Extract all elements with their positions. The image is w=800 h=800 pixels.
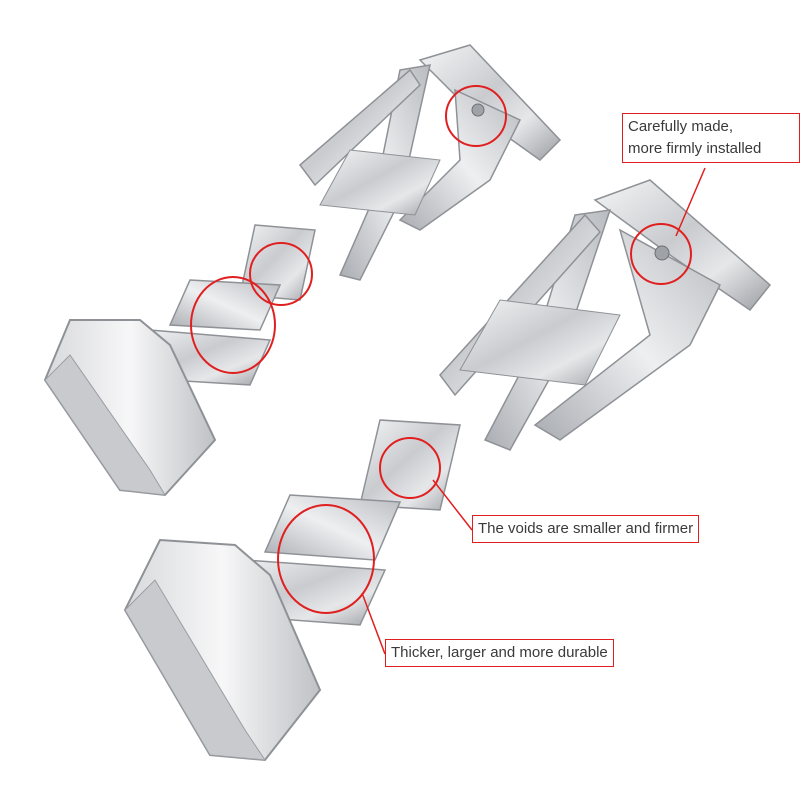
annotation-marks xyxy=(190,85,692,614)
highlight-circle-pin-small xyxy=(445,85,507,147)
connector-line-2 xyxy=(432,479,473,531)
highlight-circle-pin-large xyxy=(630,223,692,285)
connector-line-1 xyxy=(675,167,706,237)
buckle-large xyxy=(123,179,772,762)
connector-line-3 xyxy=(361,592,386,655)
highlight-circle-link-small xyxy=(190,276,276,374)
callout-connectors xyxy=(361,167,706,655)
callout-line: Carefully made, xyxy=(628,118,734,135)
highlight-circle-void-small xyxy=(249,242,313,306)
callout-line: Thicker, larger and more durable xyxy=(391,644,608,661)
callout-voids-smaller: The voids are smaller and firmer xyxy=(472,515,700,543)
highlight-circle-void-large xyxy=(379,437,441,499)
buckle-small xyxy=(43,44,562,497)
callout-line: more firmly installed xyxy=(628,139,762,157)
callout-firmly-installed: Carefully made, more firmly installed xyxy=(622,113,800,163)
callout-thicker-larger: Thicker, larger and more durable xyxy=(385,639,614,667)
callout-line: The voids are smaller and firmer xyxy=(478,520,694,537)
highlight-circle-link-large xyxy=(277,504,375,614)
